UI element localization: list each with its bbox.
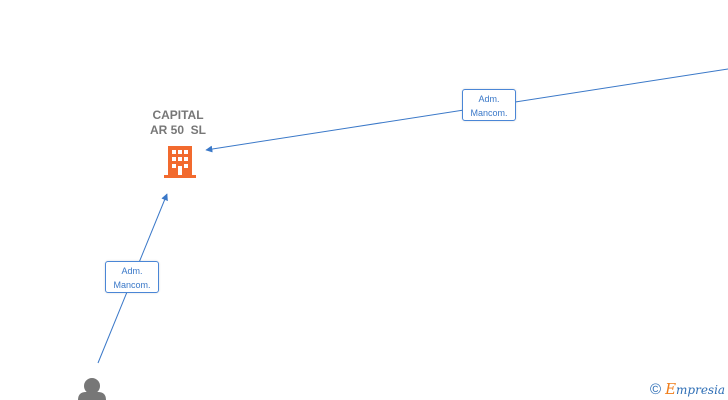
brand-name-rest: mpresia (676, 383, 726, 397)
building-icon[interactable] (164, 146, 196, 178)
brand-watermark: ©Empresia (650, 380, 725, 398)
edge-label-role: Adm. (478, 94, 500, 104)
edge-label-offscreen-to-company[interactable]: Adm. Mancom. (462, 89, 516, 121)
company-name[interactable]: CAPITAL AR 50 SL (128, 108, 228, 138)
edge-label-role: Adm. (121, 266, 143, 276)
company-name-line1: CAPITAL (152, 108, 204, 122)
edge-label-type: Mancom. (470, 108, 508, 118)
company-name-line2: AR 50 SL (149, 123, 206, 137)
person-icon[interactable] (78, 378, 106, 400)
edge-label-type: Mancom. (113, 280, 151, 290)
brand-initial: E (665, 380, 677, 398)
copyright-icon: © (650, 381, 662, 398)
edge-label-person-to-company[interactable]: Adm. Mancom. (105, 261, 159, 293)
